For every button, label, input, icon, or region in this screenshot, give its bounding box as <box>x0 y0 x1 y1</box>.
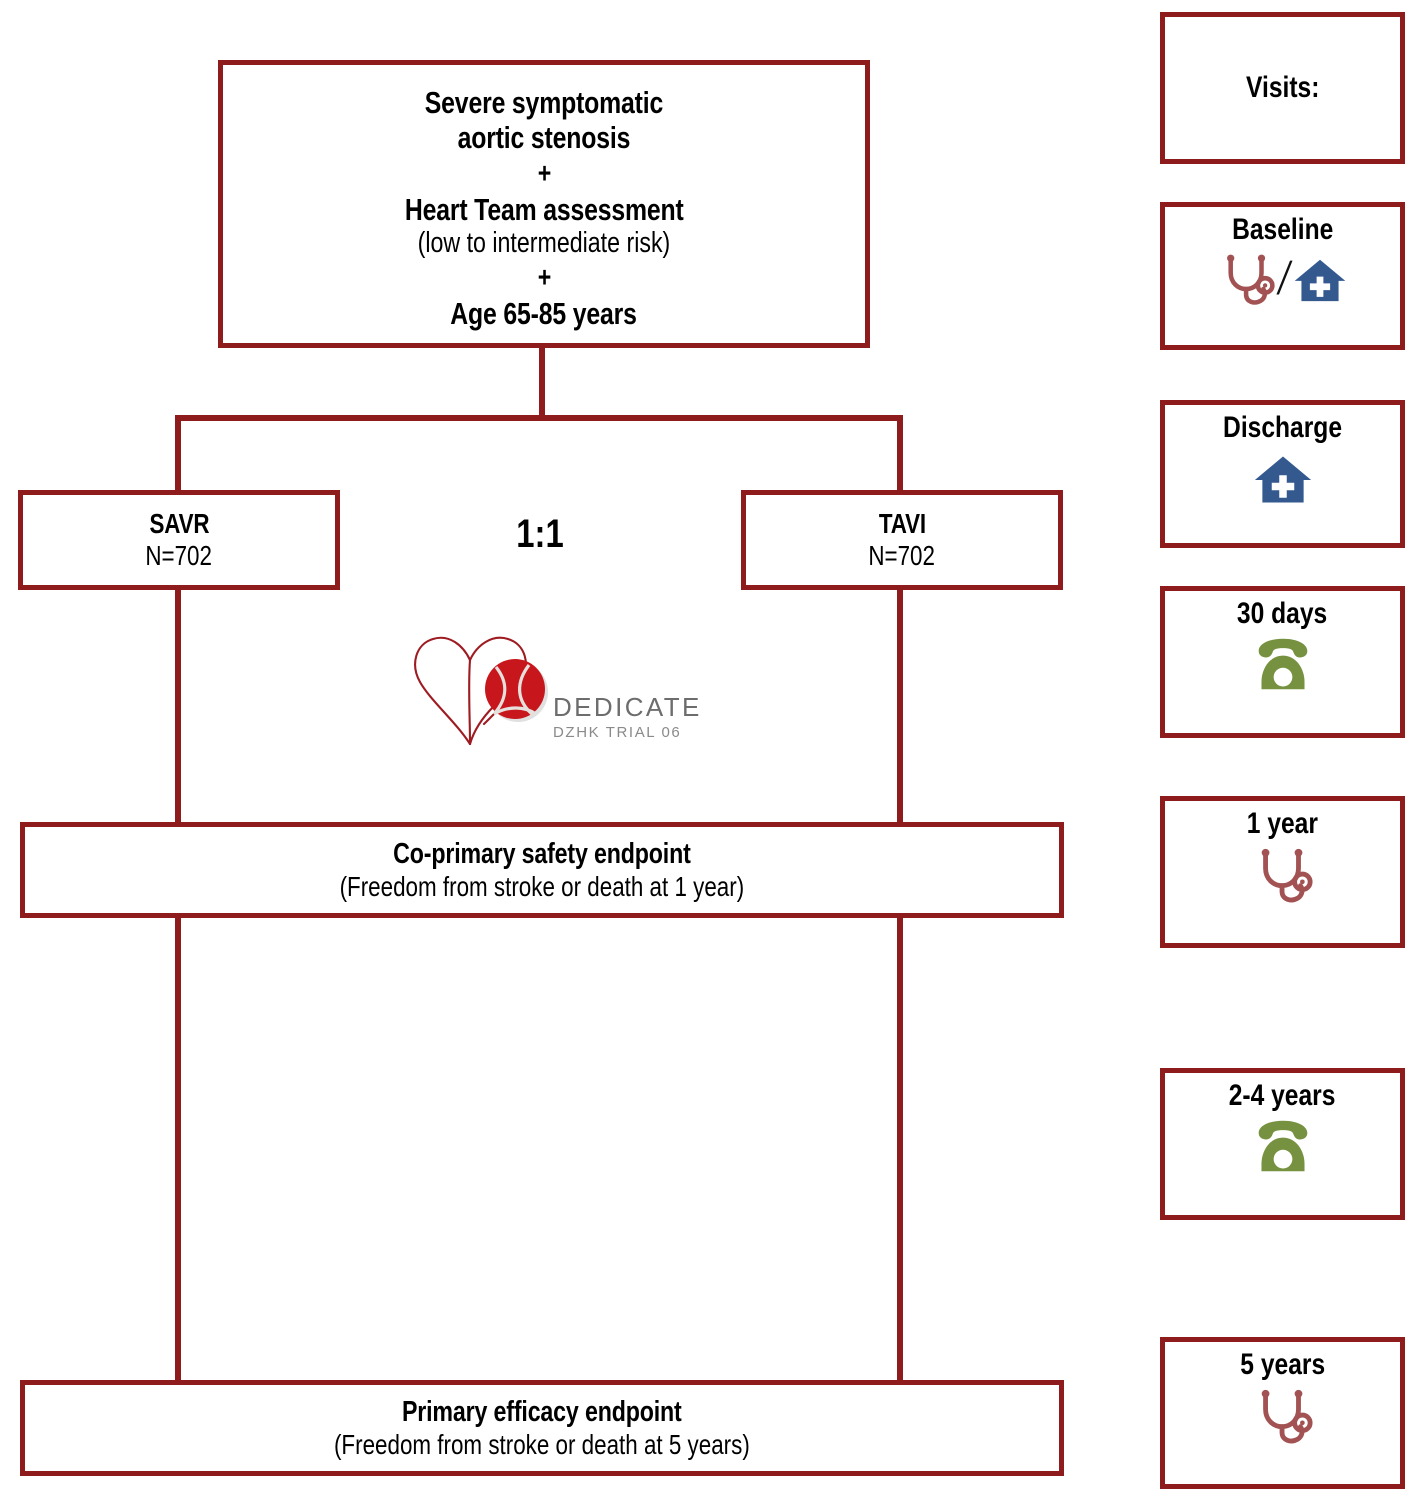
eligibility-line-4: (low to intermediate risk) <box>417 226 671 259</box>
heart-with-valve-icon <box>414 636 548 746</box>
arm-n-tavi: N=702 <box>868 540 936 571</box>
visit-label-1-year: 1 year <box>1246 807 1319 840</box>
visit-label-2-4-years: 2-4 years <box>1229 1079 1336 1112</box>
connector-savr-down <box>175 415 181 493</box>
efficacy-endpoint-detail: (Freedom from stroke or death at 5 years… <box>334 1428 750 1460</box>
connector-tavi-down <box>897 415 903 493</box>
efficacy-endpoint-box: Primary efficacy endpoint (Freedom from … <box>20 1380 1064 1476</box>
eligibility-line-1: Severe symptomatic <box>424 85 664 121</box>
safety-endpoint-title: Co-primary safety endpoint <box>393 837 691 870</box>
arm-name-savr: SAVR <box>149 508 209 540</box>
visit-label-30-days: 30 days <box>1237 597 1328 630</box>
eligibility-plus-2: + <box>537 262 551 295</box>
hospital-icon <box>1294 259 1346 302</box>
eligibility-line-5: Age 65-85 years <box>450 295 638 331</box>
visit-icons-baseline: / <box>1165 251 1400 309</box>
eligibility-box: Severe symptomatic aortic stenosis + Hea… <box>218 60 870 348</box>
arm-box-tavi: TAVI N=702 <box>741 490 1063 590</box>
stethoscope-icon <box>1227 254 1275 305</box>
slash-separator: / <box>1274 252 1295 304</box>
visit-box-1-year: 1 year <box>1160 796 1405 948</box>
visit-icons-5-years <box>1165 1386 1400 1448</box>
hospital-icon <box>1254 456 1311 503</box>
telephone-icon <box>1258 1120 1307 1172</box>
visit-box-2-4-years: 2-4 years <box>1160 1068 1405 1220</box>
logo-wordmark: DEDICATE DZHK TRIAL 06 <box>553 692 702 741</box>
visit-icons-2-4-years <box>1165 1117 1400 1175</box>
stethoscope-icon <box>1261 848 1313 903</box>
visit-icons-1-year <box>1165 845 1400 907</box>
visit-box-discharge: Discharge <box>1160 400 1405 548</box>
connector-split-bar <box>175 415 903 421</box>
visit-icons-30-days <box>1165 635 1400 693</box>
eligibility-plus-1: + <box>537 158 551 191</box>
safety-endpoint-detail: (Freedom from stroke or death at 1 year) <box>339 870 745 902</box>
visits-heading: Visits: <box>1245 71 1320 104</box>
visit-box-30-days: 30 days <box>1160 586 1405 738</box>
stethoscope-icon <box>1261 1389 1313 1444</box>
dedicate-logo: DEDICATE DZHK TRIAL 06 <box>408 626 699 756</box>
eligibility-line-3: Heart Team assessment <box>404 191 684 227</box>
telephone-icon <box>1258 638 1307 690</box>
randomization-ratio: 1:1 <box>516 512 564 556</box>
logo-subtitle: DZHK TRIAL 06 <box>553 724 682 741</box>
logo-name: DEDICATE <box>553 692 702 722</box>
arm-n-savr: N=702 <box>145 540 213 571</box>
arm-name-tavi: TAVI <box>878 508 926 540</box>
visit-box-baseline: Baseline / <box>1160 202 1405 350</box>
connector-savr-to-safety <box>175 588 181 826</box>
connector-eligibility-stem <box>539 348 545 420</box>
visit-label-baseline: Baseline <box>1231 213 1334 246</box>
efficacy-endpoint-title: Primary efficacy endpoint <box>402 1395 682 1428</box>
arm-box-savr: SAVR N=702 <box>18 490 340 590</box>
connector-left-to-efficacy <box>175 915 181 1385</box>
visits-heading-box: Visits: <box>1160 12 1405 164</box>
visit-label-5-years: 5 years <box>1240 1348 1325 1381</box>
connector-right-to-efficacy <box>897 915 903 1385</box>
visit-label-discharge: Discharge <box>1223 411 1342 444</box>
visit-box-5-years: 5 years <box>1160 1337 1405 1489</box>
visit-icons-discharge <box>1165 449 1400 509</box>
connector-tavi-to-safety <box>897 588 903 826</box>
safety-endpoint-box: Co-primary safety endpoint (Freedom from… <box>20 822 1064 918</box>
eligibility-line-2: aortic stenosis <box>457 120 631 156</box>
